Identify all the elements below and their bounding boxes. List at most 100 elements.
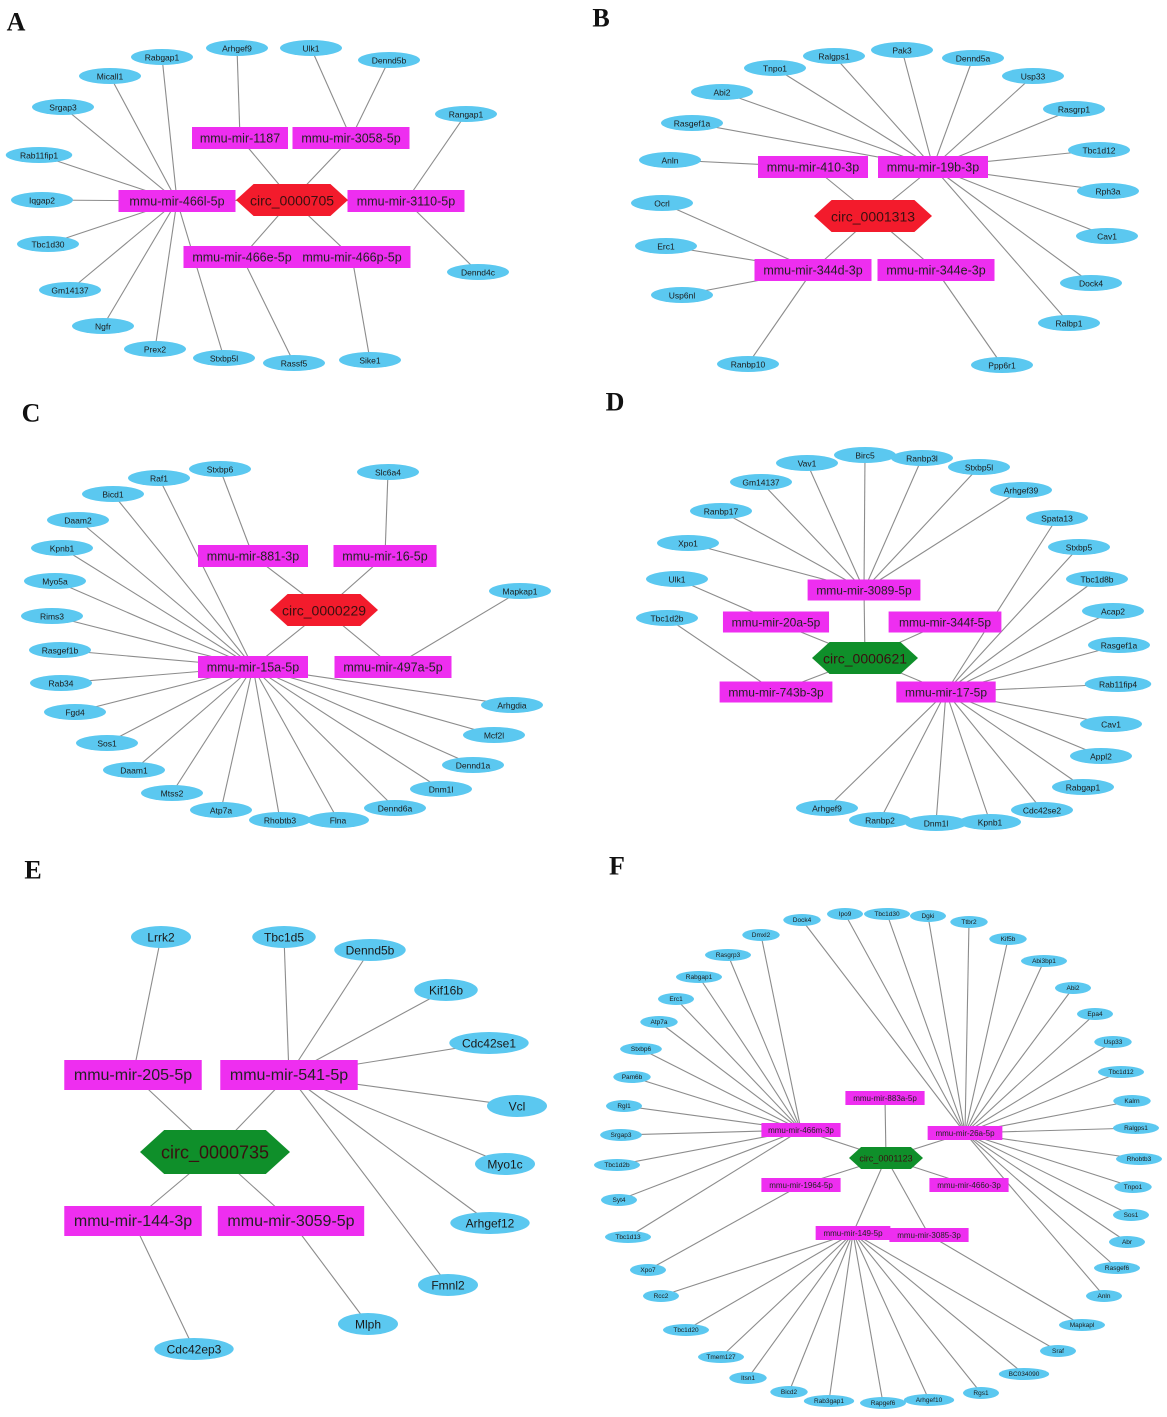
mirna-box (878, 156, 988, 178)
edge-mirna-gene (928, 1234, 1083, 1326)
gene-node: Vcl (487, 1095, 547, 1117)
gene-label: Epa4 (1087, 1011, 1103, 1018)
gene-label: Ocrl (654, 199, 670, 209)
gene-ellipse (481, 697, 543, 713)
gene-node: Flna (307, 812, 369, 828)
gene-label: Rasgrp3 (716, 952, 741, 959)
gene-label: Usp33 (1104, 1039, 1123, 1046)
gene-ellipse (770, 1386, 808, 1398)
edge-mirna-gene (852, 1232, 982, 1394)
gene-label: Cav1 (1097, 232, 1117, 242)
gene-ellipse (658, 993, 694, 1005)
gene-node: Kpnb1 (959, 814, 1021, 830)
mirna-box (722, 611, 830, 633)
circrna-label: circ_0000229 (282, 603, 366, 619)
gene-node: Abi2 (1055, 982, 1091, 994)
gene-label: Dmxl2 (752, 932, 771, 939)
gene-ellipse (1026, 510, 1088, 526)
gene-ellipse (1114, 1181, 1152, 1193)
gene-label: Rasgef1b (42, 646, 79, 656)
gene-label: Tbc1d12 (1108, 1069, 1134, 1076)
gene-ellipse (1048, 539, 1110, 555)
edge-mirna-gene (132, 1220, 195, 1350)
gene-node: Rabgap1 (131, 49, 193, 65)
gene-node: Ranbp3l (891, 450, 953, 466)
edge-mirna-gene (932, 166, 1108, 237)
gene-label: Sraf (1052, 1348, 1064, 1355)
gene-label: Raf1 (150, 474, 168, 484)
edge-mirna-gene (945, 691, 1102, 757)
gene-ellipse (601, 1194, 637, 1206)
gene-node: Pam6b (613, 1071, 651, 1083)
gene-ellipse (1002, 68, 1064, 84)
circrna-node: circ_0001123 (849, 1147, 923, 1169)
gene-label: Arhgef9 (812, 804, 842, 814)
edge-mirna-gene (863, 489, 1022, 591)
gene-ellipse (263, 355, 325, 371)
gene-ellipse (1077, 183, 1139, 199)
panel-label: E (24, 856, 41, 885)
gene-node: Dmxl2 (742, 929, 780, 941)
circrna-hexagon (236, 184, 348, 216)
edge-mirna-gene (747, 1232, 854, 1379)
mirna-label: mmu-mir-497a-5p (343, 661, 442, 675)
panel-label: C (22, 399, 41, 428)
gene-ellipse (1093, 1262, 1141, 1274)
edge-mirna-gene (879, 691, 947, 821)
gene-label: Ipo9 (839, 911, 852, 918)
gene-node: Tbc1d12 (1097, 1066, 1145, 1078)
gene-label: Kpnb1 (978, 818, 1003, 828)
mirna-node: mmu-mir-20a-5p (722, 611, 830, 633)
edge-mirna-gene (106, 666, 254, 744)
edge-mirna-gene (826, 691, 947, 809)
gene-label: Myo5a (42, 577, 68, 587)
gene-node: Bicd2 (770, 1386, 808, 1398)
gene-node: Dennd6a (364, 800, 426, 816)
edge-mirna-gene (935, 269, 1003, 366)
gene-ellipse (249, 812, 311, 828)
edge-mirna-gene (721, 91, 934, 168)
mirna-label: mmu-mir-17-5p (905, 686, 987, 700)
edge-mirna-gene (964, 921, 970, 1134)
gene-ellipse (657, 535, 719, 551)
gene-node: Cdc42se1 (449, 1032, 529, 1054)
panel-label: F (609, 852, 625, 881)
gene-ellipse (17, 236, 79, 252)
gene-node: Abi2 (691, 84, 753, 100)
gene-node: Rapgef6 (859, 1397, 907, 1409)
gene-ellipse (613, 1071, 651, 1083)
gene-ellipse (193, 350, 255, 366)
mirna-node: mmu-mir-3058-5p (292, 127, 410, 149)
gene-node: Sike1 (339, 352, 401, 368)
mirna-box (220, 1060, 358, 1090)
edge-mirna-gene (760, 934, 802, 1131)
gene-label: Dennd5b (372, 56, 407, 66)
gene-ellipse (1088, 637, 1150, 653)
gene-node: Prex2 (124, 341, 186, 357)
gene-label: Vcl (509, 1100, 526, 1114)
gene-label: Dnm1l (924, 819, 949, 829)
gene-label: Ppp6r1 (988, 361, 1016, 371)
gene-node: Anln (639, 152, 701, 168)
edge-mirna-gene (252, 666, 442, 790)
gene-node: Appl2 (1070, 748, 1132, 764)
gene-label: Kpnb1 (50, 544, 75, 554)
gene-ellipse (489, 583, 551, 599)
edge-mirna-gene (698, 976, 802, 1131)
gene-ellipse (630, 1264, 666, 1276)
gene-label: Lrrk2 (147, 931, 175, 945)
edge-mirna-gene (618, 1129, 802, 1201)
gene-label: Cav1 (1101, 720, 1121, 730)
mirna-node: mmu-mir-1964-5p (761, 1178, 841, 1192)
gene-label: Rasgef1a (674, 119, 711, 129)
gene-node: Erc1 (635, 238, 697, 254)
gene-ellipse (1086, 1290, 1122, 1302)
gene-ellipse (44, 704, 106, 720)
edge-mirna-gene (660, 1232, 854, 1297)
gene-label: Srgap3 (49, 103, 77, 113)
gene-ellipse (449, 1032, 529, 1054)
gene-label: Xpo7 (640, 1267, 656, 1274)
